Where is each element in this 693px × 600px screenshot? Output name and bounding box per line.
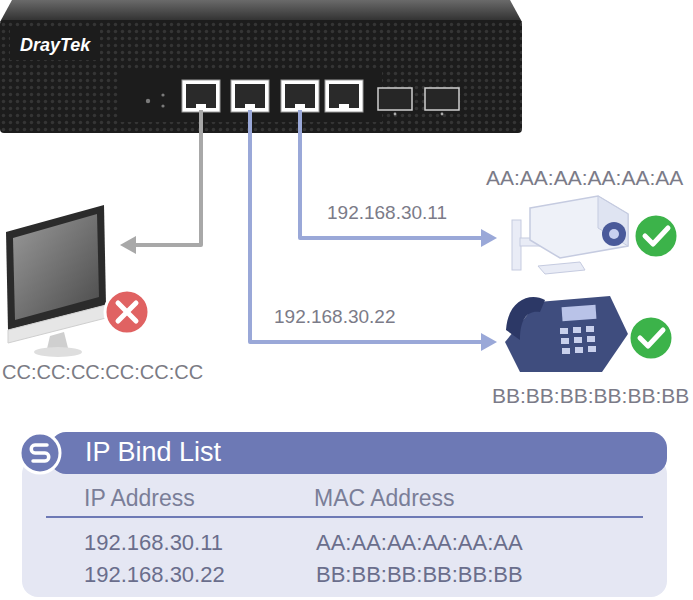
pc-node: CC:CC:CC:CC:CC:CC	[0, 195, 120, 385]
edge-label: 192.168.30.22	[274, 306, 396, 328]
arrow-head	[120, 236, 136, 254]
table-cell: 192.168.30.11	[84, 530, 223, 555]
mac-address: BB:BB:BB:BB:BB:BB	[492, 384, 689, 408]
panel-logo	[17, 430, 63, 476]
allow-mark	[629, 316, 673, 360]
ethernet-ports	[182, 80, 363, 112]
brand-logo: DrayTek	[20, 35, 90, 56]
cable-line	[136, 133, 201, 245]
arrow-head	[481, 333, 497, 351]
deny-mark	[105, 290, 149, 334]
table-divider	[46, 516, 643, 518]
column-header: MAC Address	[314, 485, 455, 511]
table-cell: AA:AA:AA:AA:AA:AA	[316, 530, 523, 555]
cable-stub	[298, 110, 302, 134]
table-cell: 192.168.30.22	[84, 562, 225, 587]
router-box: DrayTek	[0, 0, 522, 133]
cable-connector	[120, 133, 201, 254]
allow-mark	[634, 214, 678, 258]
camera-node: AA:AA:AA:AA:AA:AA	[497, 165, 693, 275]
mac-address: CC:CC:CC:CC:CC:CC	[2, 361, 203, 384]
cable-line	[300, 133, 481, 238]
mac-address: AA:AA:AA:AA:AA:AA	[486, 166, 683, 190]
router-chassis	[0, 0, 522, 134]
column-header: IP Address	[84, 485, 195, 511]
table-cell: BB:BB:BB:BB:BB:BB	[316, 562, 523, 587]
arrow-head	[481, 229, 497, 247]
monitor-icon	[6, 205, 106, 357]
cable-stub	[199, 110, 203, 134]
edge-label: 192.168.30.11	[327, 202, 447, 224]
panel-header: IP Bind List	[50, 432, 667, 474]
cable-connector	[250, 133, 497, 351]
phone-node: BB:BB:BB:BB:BB:BB	[497, 290, 693, 410]
camera-icon	[512, 196, 628, 274]
sfp-ports	[378, 88, 459, 115]
cable-stub	[248, 110, 252, 134]
cable-connector	[300, 133, 497, 247]
phone-icon	[505, 296, 628, 372]
cable-line	[250, 133, 481, 342]
panel-title: IP Bind List	[85, 437, 221, 468]
